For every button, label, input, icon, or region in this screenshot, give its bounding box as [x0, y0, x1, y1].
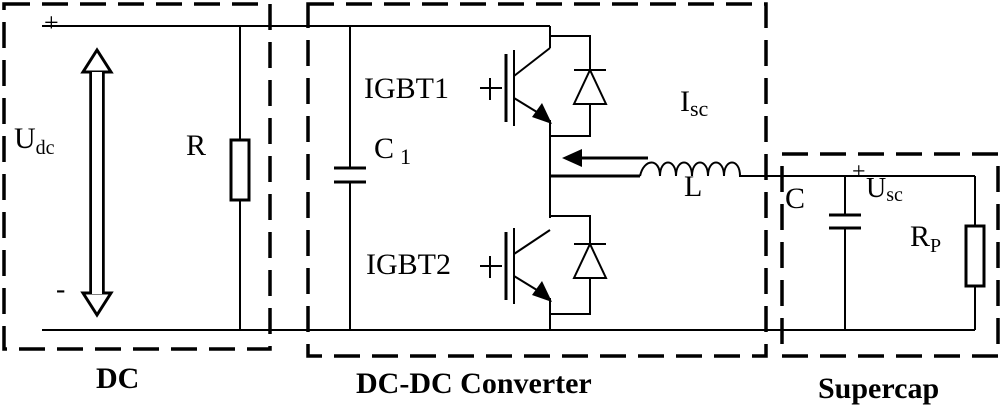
- converter-block-outline: [306, 2, 768, 358]
- supercap-block-title: Supercap: [818, 372, 939, 405]
- l-label: L: [684, 170, 702, 203]
- igbt1-symbol: [480, 26, 552, 218]
- dc-block-title: DC: [96, 362, 139, 395]
- resistor-rp: [964, 176, 986, 330]
- diode2-symbol: [550, 215, 608, 315]
- igbt2-symbol: [480, 228, 552, 330]
- plus-right-label: +: [852, 159, 866, 185]
- minus-left-label: -: [56, 274, 65, 305]
- converter-block-title: DC-DC Converter: [356, 367, 592, 400]
- r-label: R: [186, 129, 206, 162]
- plus-left-label: +: [44, 8, 59, 37]
- supercap-block-outline: [780, 152, 1000, 358]
- udc-label: Udc: [14, 122, 55, 159]
- resistor-r: [229, 26, 251, 330]
- isc-arrow: [562, 149, 648, 167]
- capacitor-c1: [334, 26, 366, 330]
- c-label: C: [785, 182, 805, 215]
- capacitor-c: [829, 176, 861, 330]
- igbt2-label: IGBT2: [366, 248, 451, 281]
- isc-label: Isc: [680, 85, 709, 121]
- rp-label: RP: [910, 220, 941, 257]
- usc-label: Usc: [866, 173, 903, 206]
- diode1-symbol: [550, 35, 608, 137]
- dc-block-outline: [2, 2, 272, 351]
- igbt1-label: IGBT1: [364, 72, 449, 105]
- udc-arrow: [80, 47, 114, 318]
- inductor-l: [639, 161, 760, 177]
